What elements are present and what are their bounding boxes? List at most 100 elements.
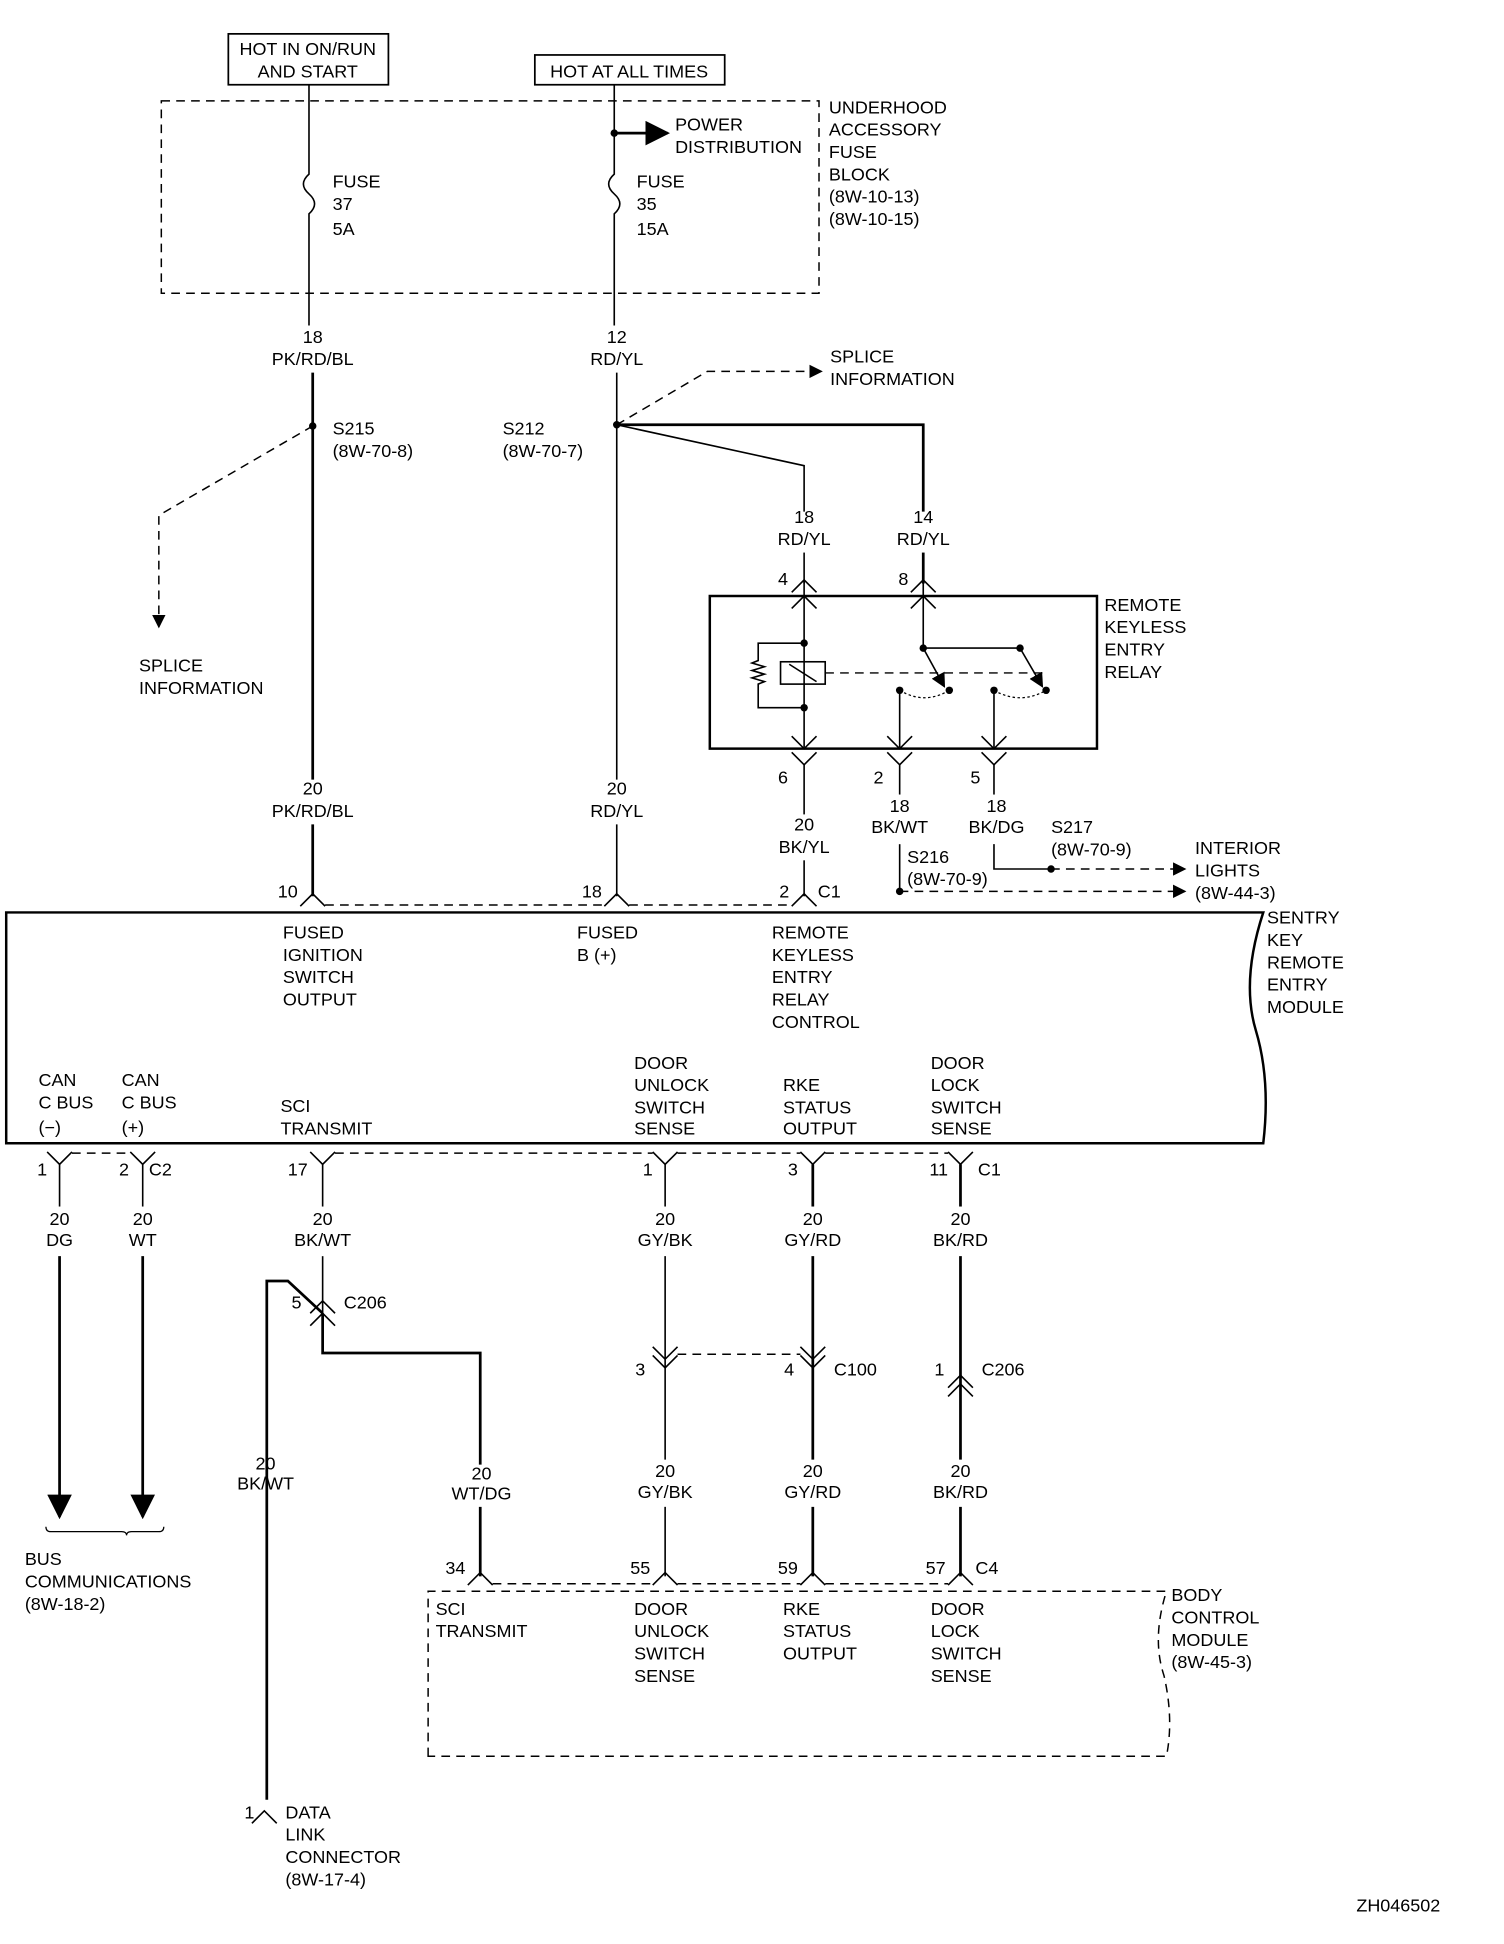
svg-text:REMOTE: REMOTE: [1104, 595, 1181, 615]
wire-color: PK/RD/BL: [272, 349, 354, 369]
svg-text:SENSE: SENSE: [931, 1666, 992, 1686]
power-distribution-label: POWER: [675, 115, 743, 135]
svg-text:SENTRY: SENTRY: [1267, 908, 1340, 928]
svg-text:34: 34: [445, 1558, 465, 1578]
svg-text:CONTROL: CONTROL: [772, 1012, 860, 1032]
connector-c206-lock: [947, 1374, 974, 1397]
svg-text:BLOCK: BLOCK: [829, 164, 890, 184]
svg-text:COMMUNICATIONS: COMMUNICATIONS: [25, 1571, 192, 1591]
svg-text:KEYLESS: KEYLESS: [1104, 617, 1186, 637]
wire-gauge: 20: [607, 779, 627, 799]
data-link-connector: 1 DATA LINK CONNECTOR (8W-17-4): [244, 1802, 401, 1889]
wire-gauge: 20: [471, 1464, 491, 1484]
wire-to-relay-pin8: [616, 423, 925, 512]
wire-gauge: 18: [794, 507, 814, 527]
svg-text:FUSE: FUSE: [829, 142, 877, 162]
svg-text:(8W-10-13): (8W-10-13): [829, 187, 920, 207]
svg-text:11: 11: [929, 1160, 948, 1180]
wire-to-relay-pin4: [616, 423, 805, 512]
wire-gauge: 20: [950, 1461, 970, 1481]
svg-text:FUSED: FUSED: [577, 922, 638, 942]
svg-text:HOT IN ON/RUN: HOT IN ON/RUN: [239, 39, 376, 59]
wire-color: BK/WT: [237, 1473, 294, 1493]
figure-id: ZH046502: [1356, 1895, 1440, 1915]
fuse-37: FUSE 37 5A: [333, 172, 381, 239]
svg-text:INTERIOR: INTERIOR: [1195, 838, 1281, 858]
svg-text:15A: 15A: [637, 219, 669, 239]
underhood-fuse-block: UNDERHOOD ACCESSORY FUSE BLOCK (8W-10-13…: [160, 97, 947, 294]
svg-text:FUSED: FUSED: [283, 922, 344, 942]
svg-text:(8W-10-15): (8W-10-15): [829, 209, 920, 229]
fuse-35-wire: [607, 84, 621, 326]
svg-text:LOCK: LOCK: [931, 1075, 980, 1095]
svg-text:STATUS: STATUS: [783, 1097, 851, 1117]
svg-text:BODY: BODY: [1171, 1585, 1222, 1605]
svg-text:REMOTE: REMOTE: [1267, 952, 1344, 972]
svg-text:(8W-18-2): (8W-18-2): [25, 1594, 106, 1614]
power-distribution-label-2: DISTRIBUTION: [675, 137, 802, 157]
svg-text:SWITCH: SWITCH: [634, 1097, 705, 1117]
wire-color: GY/RD: [784, 1482, 841, 1502]
splice-info-label-2: INFORMATION: [830, 369, 955, 389]
wire-color: BK/RD: [933, 1230, 988, 1250]
svg-text:MODULE: MODULE: [1171, 1630, 1248, 1650]
svg-text:6: 6: [778, 767, 788, 787]
svg-text:37: 37: [333, 194, 353, 214]
bcm-connector-c4: 34 55 59 57 C4: [445, 1558, 998, 1586]
bus-communications-label: BUS COMMUNICATIONS (8W-18-2): [25, 1549, 192, 1614]
wire-color: PK/RD/BL: [272, 801, 354, 821]
svg-text:TRANSMIT: TRANSMIT: [436, 1621, 528, 1641]
svg-text:57: 57: [926, 1558, 946, 1578]
fuse-37-wire: [302, 84, 316, 326]
splice-id: S216: [907, 847, 949, 867]
wire-color: RD/YL: [778, 529, 831, 549]
wire-color: BK/YL: [779, 837, 830, 857]
sentry-key-remote-entry-module: SENTRY KEY REMOTE ENTRY MODULE FUSED IGN…: [4, 908, 1344, 1145]
svg-text:1: 1: [244, 1802, 254, 1822]
wire-gauge: 18: [303, 327, 323, 347]
wire-color: RD/YL: [897, 529, 950, 549]
wire-color: BK/WT: [871, 817, 928, 837]
svg-text:AND START: AND START: [258, 61, 358, 81]
wire-gauge: 20: [794, 815, 814, 835]
svg-text:DOOR: DOOR: [931, 1053, 985, 1073]
skrem-bottom-connector: 1 2 C2 17 1 3 11 C1: [37, 1151, 1001, 1180]
svg-text:IGNITION: IGNITION: [283, 945, 363, 965]
svg-text:SCI: SCI: [436, 1599, 466, 1619]
svg-text:35: 35: [637, 194, 657, 214]
connector-id: C206: [344, 1292, 387, 1312]
svg-text:1: 1: [643, 1160, 653, 1180]
wire-gauge: 20: [303, 779, 323, 799]
power-label-hot-run-start: HOT IN ON/RUN AND START: [227, 32, 390, 86]
wire-gauge: 12: [607, 327, 627, 347]
connector-c100-pin4: [799, 1346, 826, 1369]
wire-color: GY/BK: [638, 1230, 693, 1250]
svg-text:5: 5: [970, 767, 980, 787]
svg-text:RELAY: RELAY: [1104, 662, 1162, 682]
svg-text:(8W-44-3): (8W-44-3): [1195, 883, 1276, 903]
wire-gauge: 20: [803, 1461, 823, 1481]
svg-text:RELAY: RELAY: [772, 990, 830, 1010]
wire-segment: [993, 844, 1052, 870]
svg-text:3: 3: [788, 1160, 798, 1180]
connector-id: C206: [982, 1359, 1025, 1379]
svg-text:STATUS: STATUS: [783, 1621, 851, 1641]
svg-text:2: 2: [779, 882, 789, 902]
splice-id: S212: [503, 419, 545, 439]
svg-text:UNLOCK: UNLOCK: [634, 1621, 709, 1641]
splice-id: S217: [1051, 817, 1093, 837]
wire-gauge: 20: [313, 1209, 333, 1229]
svg-text:ENTRY: ENTRY: [1104, 640, 1165, 660]
svg-text:TRANSMIT: TRANSMIT: [280, 1119, 372, 1139]
wire-color: WT: [129, 1230, 157, 1250]
wire-gauge: 14: [913, 507, 933, 527]
svg-text:5A: 5A: [333, 219, 355, 239]
wire-color: GY/RD: [784, 1230, 841, 1250]
svg-text:FUSE: FUSE: [333, 172, 381, 192]
svg-text:C BUS: C BUS: [38, 1093, 93, 1113]
splice-info-arrow-right: [616, 364, 823, 426]
wire-gauge: 20: [803, 1209, 823, 1229]
connector-pin: 4: [784, 1359, 794, 1379]
svg-text:DOOR: DOOR: [931, 1599, 985, 1619]
